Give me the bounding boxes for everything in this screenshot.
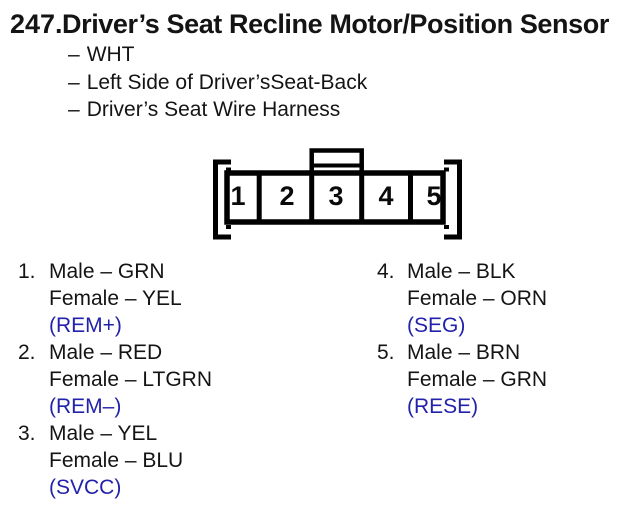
connector-attribute-list: –WHT –Left Side of Driver’sSeat-Back –Dr… bbox=[68, 41, 367, 124]
dash: – bbox=[68, 70, 80, 94]
connector-body bbox=[224, 170, 446, 225]
pin-number-2: 2 bbox=[279, 181, 294, 211]
pin-number-3: 3 bbox=[328, 181, 343, 211]
pin-number-5: 5 bbox=[426, 181, 441, 211]
pin-entry-number: 3. bbox=[18, 422, 36, 445]
pin-list-left: 1. Male – GRN Female – YEL (REM+) 2. Mal… bbox=[18, 258, 212, 501]
pin-number-4: 4 bbox=[378, 181, 393, 211]
page-title: Driver’s Seat Recline Motor/Position Sen… bbox=[62, 9, 609, 39]
pin-signal-label: (REM+) bbox=[49, 314, 122, 337]
pin-entry-3: 3. Male – YEL Female – BLU (SVCC) bbox=[18, 420, 212, 501]
attribute-text: Driver’s Seat Wire Harness bbox=[86, 98, 341, 121]
pin-signal-label: (SVCC) bbox=[49, 476, 122, 499]
connector-diagram: 1 2 3 4 5 bbox=[213, 148, 462, 240]
pin-signal-label: (RESE) bbox=[407, 395, 479, 418]
pin-male-wire: Male – BLK bbox=[407, 260, 516, 283]
pin-entry-number: 2. bbox=[18, 341, 36, 364]
attribute-item-color: –WHT bbox=[68, 41, 367, 69]
pin-entry-lines: Male – RED Female – LTGRN (REM–) bbox=[49, 339, 212, 420]
pin-signal-label: (REM–) bbox=[49, 395, 122, 418]
pin-female-wire: Female – ORN bbox=[407, 287, 548, 310]
pin-male-wire: Male – RED bbox=[49, 341, 163, 364]
pin-number-1: 1 bbox=[230, 181, 245, 211]
pin-entry-lines: Male – YEL Female – BLU (SVCC) bbox=[49, 420, 183, 501]
pin-entry-4: 4. Male – BLK Female – ORN (SEG) bbox=[377, 258, 547, 339]
dash: – bbox=[68, 98, 80, 121]
pin-entry-lines: Male – BRN Female – GRN (RESE) bbox=[407, 339, 547, 420]
pin-male-wire: Male – GRN bbox=[49, 260, 165, 283]
attribute-item-harness: –Driver’s Seat Wire Harness bbox=[68, 96, 367, 124]
pin-female-wire: Female – LTGRN bbox=[49, 368, 212, 391]
pin-entry-number: 1. bbox=[18, 260, 36, 283]
section-number: 247. bbox=[10, 9, 63, 39]
pin-male-wire: Male – YEL bbox=[49, 422, 158, 445]
pin-female-wire: Female – YEL bbox=[49, 287, 182, 310]
pin-entry-number: 5. bbox=[377, 341, 395, 364]
pin-male-wire: Male – BRN bbox=[407, 341, 521, 364]
connector-left-flange bbox=[213, 159, 231, 240]
pin-entry-5: 5. Male – BRN Female – GRN (RESE) bbox=[377, 339, 547, 420]
connector-right-flange bbox=[444, 159, 462, 240]
connector-latch-tab bbox=[309, 148, 364, 176]
attribute-text: Left Side of Driver’sSeat-Back bbox=[86, 70, 368, 94]
pin-female-wire: Female – GRN bbox=[407, 368, 548, 391]
attribute-text: WHT bbox=[86, 43, 135, 66]
pin-entry-lines: Male – BLK Female – ORN (SEG) bbox=[407, 258, 547, 339]
pin-signal-label: (SEG) bbox=[407, 314, 466, 337]
pin-female-wire: Female – BLU bbox=[49, 449, 184, 472]
attribute-item-location: –Left Side of Driver’sSeat-Back bbox=[68, 69, 367, 97]
pin-entry-1: 1. Male – GRN Female – YEL (REM+) bbox=[18, 258, 212, 339]
pin-entry-number: 4. bbox=[377, 260, 395, 283]
pin-entry-2: 2. Male – RED Female – LTGRN (REM–) bbox=[18, 339, 212, 420]
pin-entry-lines: Male – GRN Female – YEL (REM+) bbox=[49, 258, 182, 339]
pin-list-right: 4. Male – BLK Female – ORN (SEG) 5. Male… bbox=[377, 258, 547, 420]
dash: – bbox=[68, 43, 80, 66]
